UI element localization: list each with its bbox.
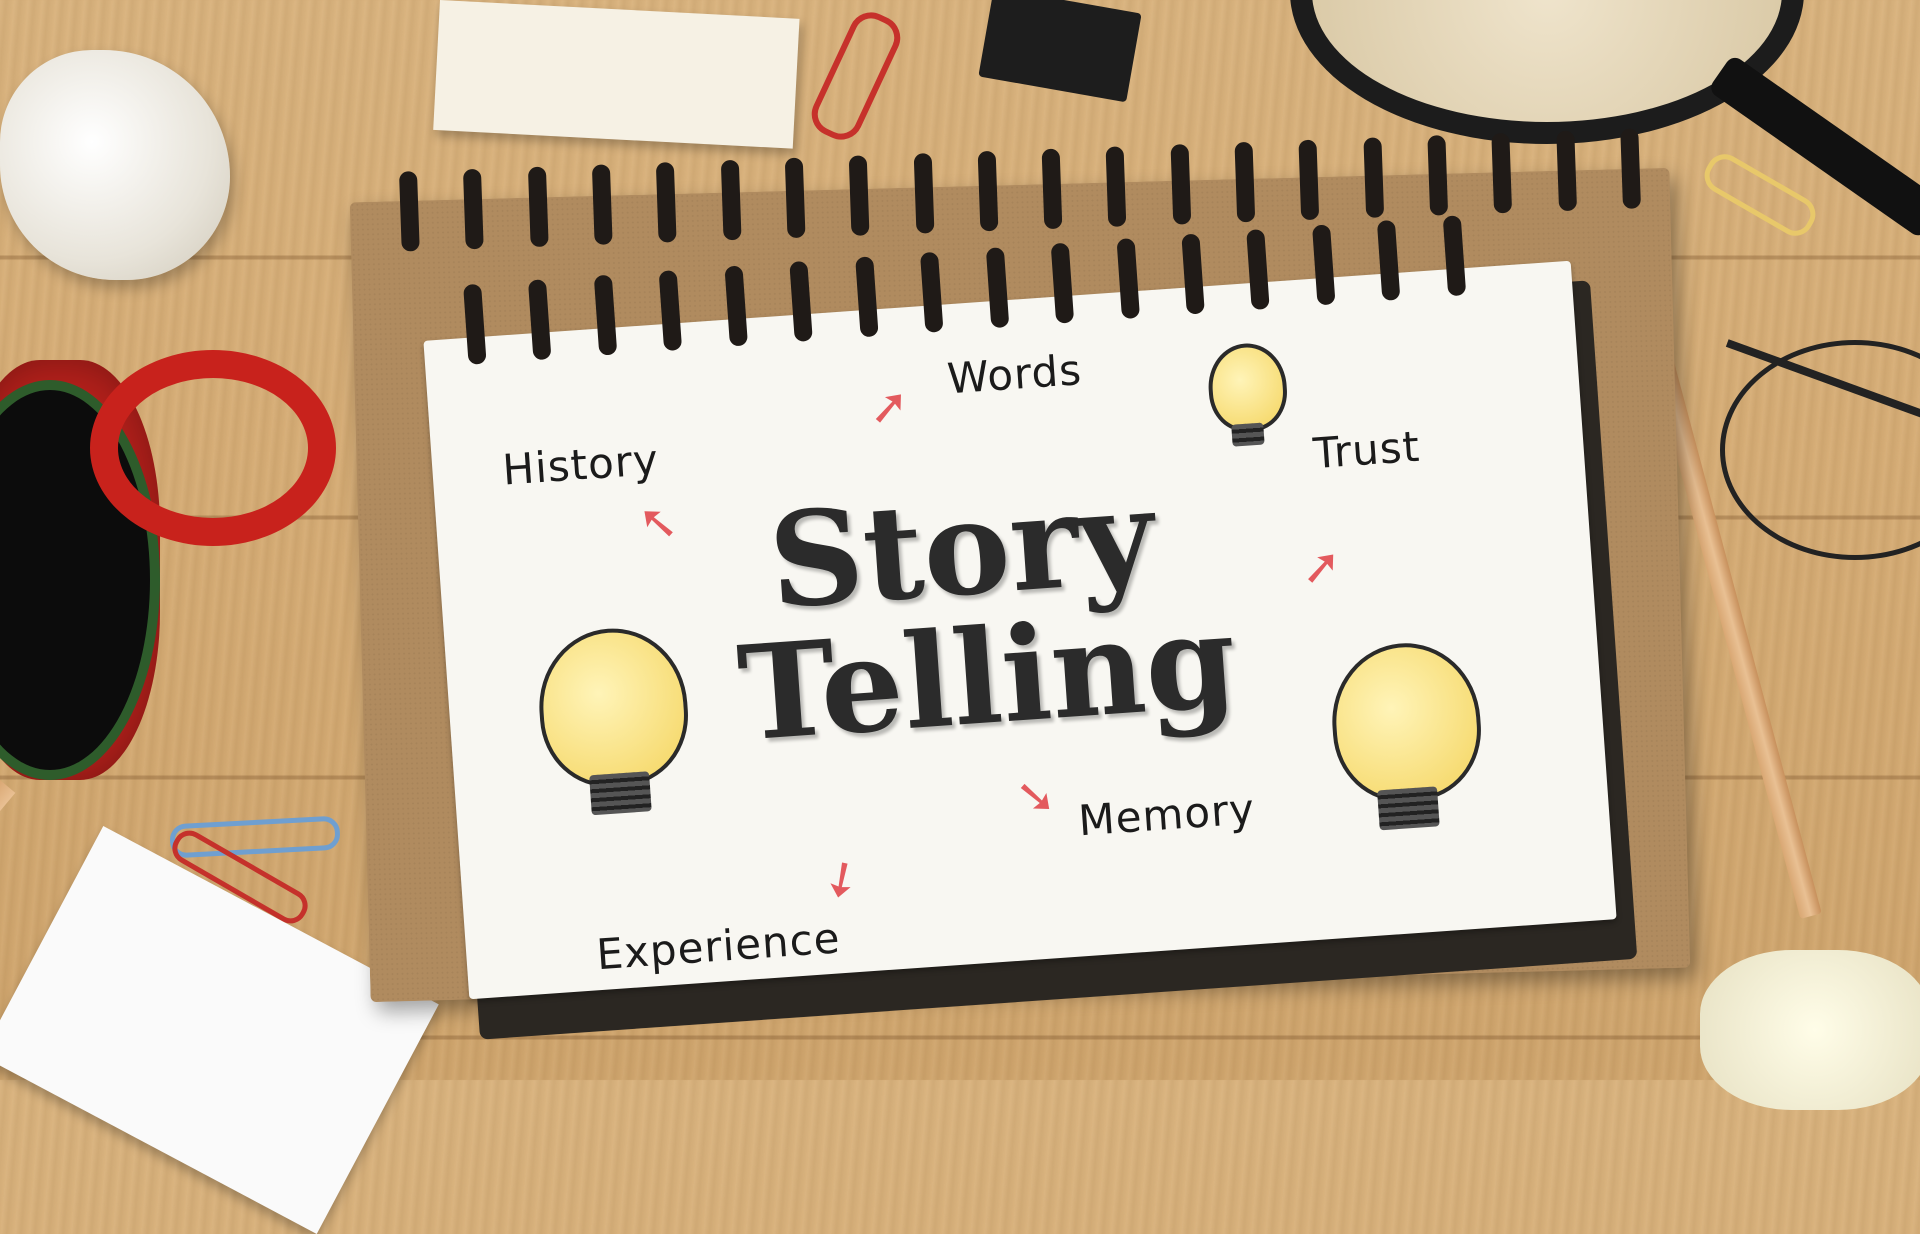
arrow-memory-icon: ➚ [1007, 775, 1067, 820]
binder-clip [978, 0, 1142, 103]
arrow-history-icon: ➚ [627, 501, 687, 546]
red-paperclip [804, 5, 908, 147]
arrow-words-icon: ➚ [867, 377, 912, 436]
lightbulb-right-base [1377, 786, 1440, 831]
crumpled-note [1700, 950, 1920, 1110]
sticky-note-pad [433, 0, 800, 149]
crumpled-paper [0, 50, 230, 280]
notebook-page: History Words Trust Memory Experience St… [423, 260, 1617, 1000]
pencil-left [0, 780, 16, 1023]
lightbulb-right-icon [1327, 638, 1486, 807]
arrow-trust-icon: ➚ [1299, 537, 1344, 597]
label-trust: Trust [1311, 421, 1422, 479]
mug-handle [90, 350, 336, 546]
label-history: History [500, 434, 661, 495]
arrow-experience-icon: ➚ [809, 846, 875, 916]
label-words: Words [945, 345, 1084, 404]
lightbulb-small-icon [1205, 340, 1290, 435]
label-experience: Experience [594, 913, 842, 980]
lightbulb-small-base [1231, 422, 1265, 447]
label-memory: Memory [1076, 784, 1257, 846]
lightbulb-left-icon [534, 623, 693, 792]
title-telling: Telling [733, 583, 1242, 771]
gold-paperclip [1698, 147, 1822, 243]
lightbulb-left-base [589, 771, 652, 816]
